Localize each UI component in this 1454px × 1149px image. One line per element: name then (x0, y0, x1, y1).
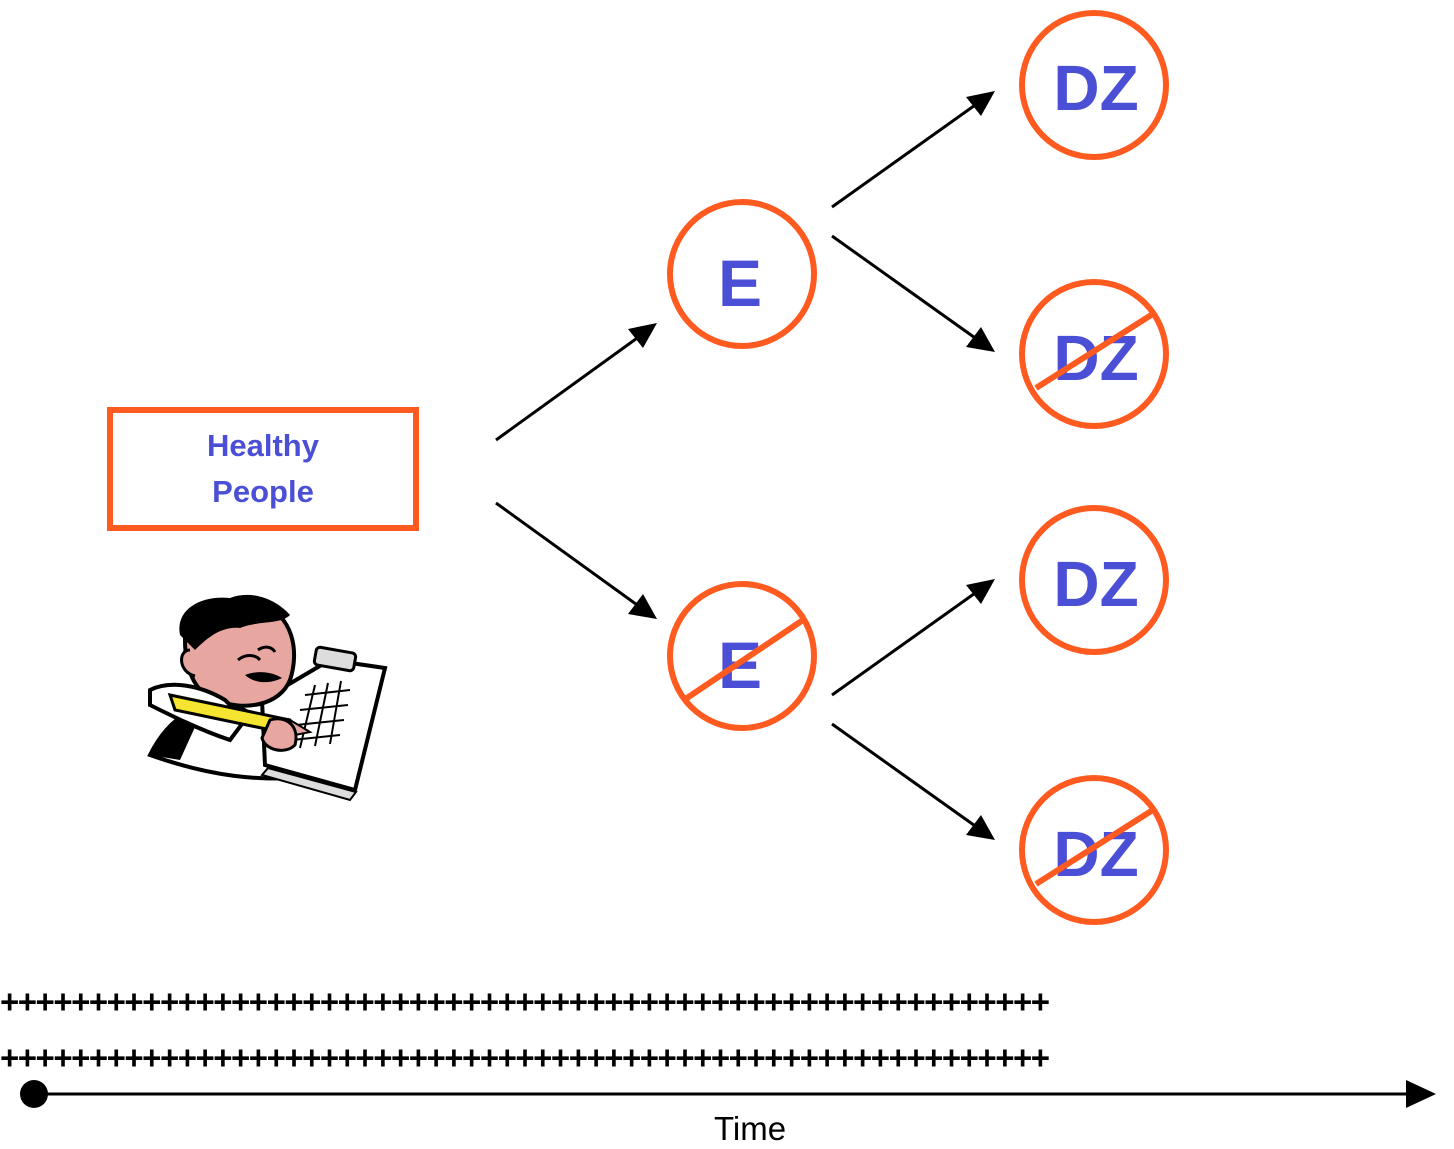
exposed-node: E (667, 199, 817, 349)
unexposed-strike (682, 615, 808, 703)
svg-text:DZ: DZ (1053, 52, 1138, 124)
unexposed-node: E (667, 581, 817, 731)
healthy-people-box (107, 407, 419, 531)
healthy-people-label: Healthy People (110, 410, 416, 528)
timeline (20, 1080, 1436, 1108)
outcome-node-1: DZ (1019, 10, 1169, 160)
root-label-line-1: Healthy (207, 428, 319, 463)
arrow-to-exposed (495, 334, 641, 442)
timeline-arrowhead (1406, 1080, 1436, 1108)
plus-row-2: ++++++++++++++++++++++++++++++++++++++++… (0, 1040, 1050, 1076)
svg-text:DZ: DZ (1053, 548, 1138, 620)
arrowhead-exposed (628, 323, 657, 348)
plus-row-1: ++++++++++++++++++++++++++++++++++++++++… (0, 984, 1050, 1020)
outcome-node-2: DZ (1019, 279, 1169, 429)
man-with-clipboard-icon (147, 594, 388, 802)
arrowhead-unexposed (628, 594, 657, 619)
root-label-line-2: People (212, 474, 314, 509)
time-axis-label: Time (713, 1110, 787, 1147)
exposed-label: E (718, 246, 762, 320)
arrow-to-unexposed (495, 501, 641, 609)
root-branch-arrows (495, 334, 641, 609)
outcome-node-4: DZ (1019, 775, 1169, 925)
outcome-node-3: DZ (1019, 505, 1169, 655)
outcome-branch-arrows (831, 101, 979, 830)
